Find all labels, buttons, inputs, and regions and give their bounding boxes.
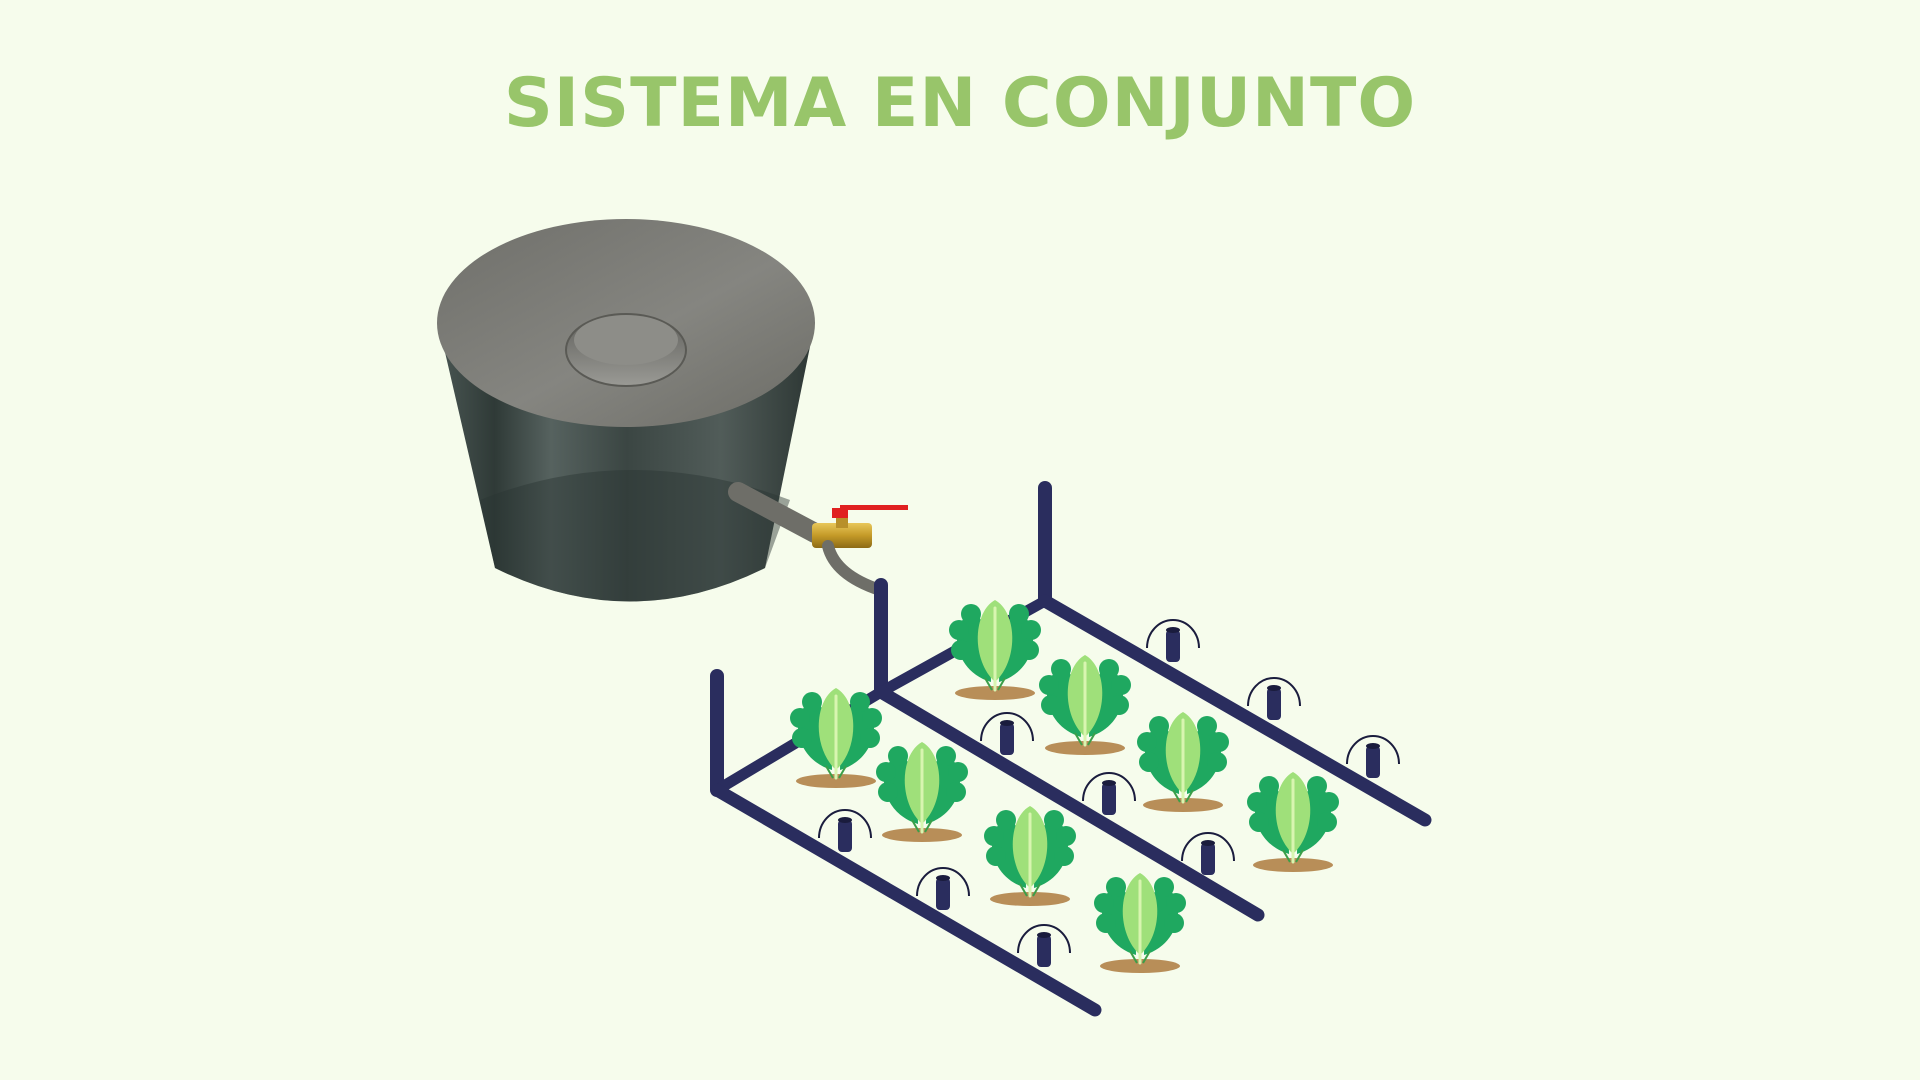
dripper: [1017, 924, 1071, 967]
valve-handle-base: [832, 508, 848, 518]
dripper: [916, 867, 970, 910]
soil-mound: [1253, 858, 1333, 872]
drippers: [818, 619, 1400, 967]
dripper: [1181, 832, 1235, 875]
lettuce-plant: [1094, 873, 1186, 973]
lettuce-plant: [790, 688, 882, 788]
dripper: [980, 712, 1034, 755]
lettuce-plant: [949, 600, 1041, 700]
soil-mound: [1100, 959, 1180, 973]
soil-mound: [990, 892, 1070, 906]
dripper: [1146, 619, 1200, 662]
dripper: [1082, 772, 1136, 815]
soil-mound: [1143, 798, 1223, 812]
page-title: SISTEMA EN CONJUNTO: [503, 64, 1417, 143]
valve-handle: [840, 505, 908, 510]
soil-mound: [1045, 741, 1125, 755]
water-tank: [437, 219, 815, 602]
soil-mound: [882, 828, 962, 842]
tank-outlet: [728, 482, 908, 596]
lettuce-plant: [1039, 655, 1131, 755]
dripper: [1247, 677, 1301, 720]
soil-mound: [955, 686, 1035, 700]
dripper: [1346, 735, 1400, 778]
lettuce-plants: [790, 600, 1339, 973]
soil-mound: [796, 774, 876, 788]
drip-line-back: [1038, 594, 1432, 827]
drip-line-front: [710, 783, 1102, 1017]
hose: [822, 540, 886, 596]
lettuce-plant: [1247, 772, 1339, 872]
lettuce-plant: [876, 742, 968, 842]
tank-inlet-inner: [574, 315, 678, 365]
drip-line-middle: [874, 685, 1265, 922]
outlet-pipe: [728, 482, 825, 543]
dripper: [818, 809, 872, 852]
lettuce-plant: [1137, 712, 1229, 812]
lettuce-plant: [984, 806, 1076, 906]
tank-water-level: [480, 470, 790, 602]
